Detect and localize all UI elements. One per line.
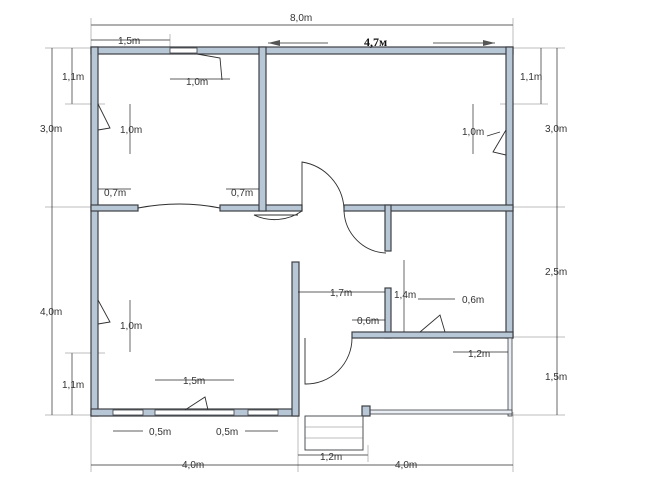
label-tl-door-left: 1,0m	[120, 125, 142, 136]
labels: 4,7м 8,0m 1,5m 3,0m 4,0m 1,1m 1,1m 3,0m …	[40, 13, 567, 471]
dimension-lines	[45, 18, 565, 472]
label-tl-opening-b: 0,7m	[231, 188, 253, 199]
label-bath-door: 0,6m	[462, 295, 484, 306]
entry-steps	[304, 415, 364, 451]
label-right-porch: 1,5m	[545, 372, 567, 383]
label-hall-width: 1,7m	[330, 288, 352, 299]
label-left-top-room: 3,0m	[40, 124, 62, 135]
label-top-left-offset: 1,5m	[118, 36, 140, 47]
label-bottom-steps: 1,2m	[320, 452, 342, 463]
doors	[97, 53, 507, 411]
label-bottom-left-total: 4,0m	[182, 460, 204, 471]
label-bath-porch-door: 1,2m	[468, 349, 490, 360]
label-tr-door-right: 1,0m	[462, 127, 484, 138]
windows	[112, 47, 279, 416]
label-tl-door-top: 1,0m	[186, 77, 208, 88]
label-bottom-right-total: 4,0m	[395, 460, 417, 471]
label-tl-opening-a: 0,7m	[104, 188, 126, 199]
label-left-win-top: 1,1m	[62, 72, 84, 83]
label-bl-door-left: 1,0m	[120, 321, 142, 332]
label-left-win-bottom: 1,1m	[62, 380, 84, 391]
label-top-total: 8,0m	[290, 13, 312, 24]
label-right-win-top: 1,1m	[520, 72, 542, 83]
label-bottom-win-a: 0,5m	[149, 427, 171, 438]
walls	[90, 46, 514, 417]
label-bottom-win-b: 0,5m	[216, 427, 238, 438]
label-bl-door-bottom: 1,5m	[183, 376, 205, 387]
label-right-top-room: 3,0m	[545, 124, 567, 135]
label-bath-height: 1,4m	[394, 290, 416, 301]
label-left-bottom-room: 4,0m	[40, 307, 62, 318]
plan-title: 4,7м	[364, 35, 387, 49]
inner-dimensions	[98, 78, 508, 381]
label-hall-door: 0,6m	[357, 316, 379, 327]
label-right-mid-room: 2,5m	[545, 267, 567, 278]
